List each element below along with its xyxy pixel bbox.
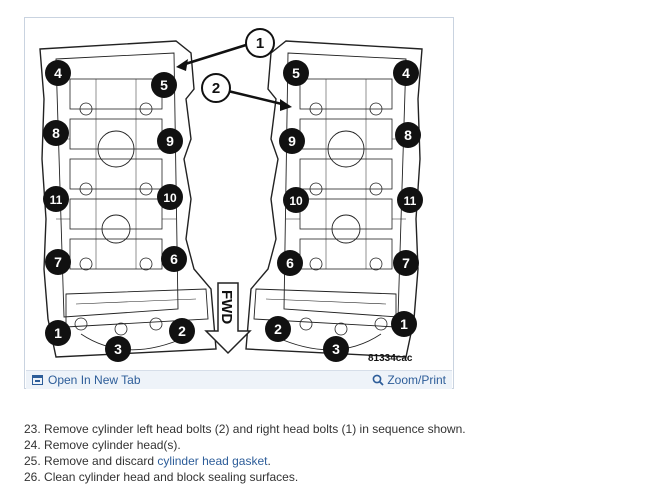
right-bolt-badge-6 xyxy=(277,250,303,276)
left-head-bolt-numbers: 4 5 8 9 11 10 7 6 1 2 3 xyxy=(43,60,195,362)
left-bolt-badge-9 xyxy=(157,128,183,154)
step-text: Remove cylinder left head bolts (2) and … xyxy=(44,422,466,436)
left-bolt-badge-1 xyxy=(45,320,71,346)
left-bolt-badge-11 xyxy=(43,186,69,212)
step-text-suffix: . xyxy=(267,454,271,468)
right-bolt-number-label: 11 xyxy=(404,194,417,208)
right-bolt-badge-11 xyxy=(397,187,423,213)
figure-toolbar: Open In New Tab Zoom/Print xyxy=(26,370,452,389)
figure-code: 81334cac xyxy=(368,353,413,364)
step-number: 26. xyxy=(24,470,41,484)
left-bolt-number-label: 4 xyxy=(54,65,62,81)
left-bolt-badge-5 xyxy=(151,72,177,98)
callout-1: 1 xyxy=(176,28,275,71)
right-bolt-badge-10 xyxy=(283,187,309,213)
step-item: 24. Remove cylinder head(s). xyxy=(24,437,466,453)
right-bolt-badge-8 xyxy=(395,122,421,148)
open-in-new-tab-label: Open In New Tab xyxy=(48,373,141,387)
right-bolt-number-label: 4 xyxy=(402,65,410,81)
right-bolt-badge-4 xyxy=(393,60,419,86)
callout-2: 2 xyxy=(201,73,292,111)
procedure-steps: 23. Remove cylinder left head bolts (2) … xyxy=(24,421,466,485)
step-text: Clean cylinder head and block sealing su… xyxy=(44,470,299,484)
left-bolt-badge-10 xyxy=(157,184,183,210)
right-bolt-badge-3 xyxy=(323,336,349,362)
right-bolt-number-label: 1 xyxy=(400,316,408,332)
left-bolt-badge-3 xyxy=(105,336,131,362)
right-bolt-number-label: 2 xyxy=(274,321,282,337)
left-bolt-badge-4 xyxy=(45,60,71,86)
right-head-bolt-numbers: 5 4 9 8 10 11 6 7 2 1 3 xyxy=(265,60,423,362)
right-bolt-number-label: 6 xyxy=(286,255,294,271)
right-bolt-number-label: 10 xyxy=(289,194,303,208)
cylinder-head-bolt-sequence-diagram: 1 2 FWD 4 5 8 9 11 10 7 6 1 2 3 5 4 9 8 10 11 6 7 2 1 3 8133… xyxy=(39,28,423,364)
open-in-new-tab-link[interactable]: Open In New Tab xyxy=(32,373,141,387)
fwd-arrow: FWD xyxy=(204,282,252,355)
callout-2-label: 2 xyxy=(212,80,220,97)
right-bolt-badge-2 xyxy=(265,316,291,342)
step-text: Remove and discard xyxy=(44,454,158,468)
left-bolt-number-label: 10 xyxy=(163,191,177,205)
step-number: 25. xyxy=(24,454,41,468)
new-tab-icon xyxy=(32,375,43,385)
step-number: 23. xyxy=(24,422,41,436)
right-bolt-number-label: 3 xyxy=(332,341,340,357)
right-bolt-badge-7 xyxy=(393,250,419,276)
zoom-print-label: Zoom/Print xyxy=(387,373,446,387)
step-item: 23. Remove cylinder left head bolts (2) … xyxy=(24,421,466,437)
left-bolt-number-label: 3 xyxy=(114,341,122,357)
left-bolt-number-label: 1 xyxy=(54,325,62,341)
left-bolt-number-label: 7 xyxy=(54,254,62,270)
figure-container: 1 2 FWD 4 5 8 9 11 10 7 6 1 2 3 5 4 9 8 10 11 6 7 2 1 3 8133… xyxy=(24,17,454,389)
left-bolt-badge-8 xyxy=(43,120,69,146)
right-bolt-number-label: 5 xyxy=(292,65,300,81)
cylinder-head-gasket-link[interactable]: cylinder head gasket xyxy=(157,454,268,468)
right-bolt-number-label: 9 xyxy=(288,133,296,149)
left-bolt-number-label: 9 xyxy=(166,133,174,149)
step-number: 24. xyxy=(24,438,41,452)
fwd-label: FWD xyxy=(218,290,235,324)
step-item: 26. Clean cylinder head and block sealin… xyxy=(24,469,466,485)
left-bolt-badge-6 xyxy=(161,246,187,272)
right-bolt-badge-5 xyxy=(283,60,309,86)
step-item: 25. Remove and discard cylinder head gas… xyxy=(24,453,466,469)
right-bolt-badge-1 xyxy=(391,311,417,337)
left-bolt-number-label: 5 xyxy=(160,77,168,93)
left-bolt-badge-2 xyxy=(169,318,195,344)
callout-1-label: 1 xyxy=(256,35,264,52)
left-bolt-number-label: 8 xyxy=(52,125,60,141)
left-bolt-number-label: 2 xyxy=(178,323,186,339)
right-bolt-badge-9 xyxy=(279,128,305,154)
right-bolt-number-label: 7 xyxy=(402,255,410,271)
right-bolt-number-label: 8 xyxy=(404,127,412,143)
left-bolt-number-label: 6 xyxy=(170,251,178,267)
right-cylinder-head xyxy=(245,40,423,358)
zoom-print-link[interactable]: Zoom/Print xyxy=(372,373,446,387)
left-bolt-number-label: 11 xyxy=(50,193,63,207)
magnifier-icon xyxy=(372,374,384,386)
left-bolt-badge-7 xyxy=(45,249,71,275)
step-text: Remove cylinder head(s). xyxy=(44,438,181,452)
